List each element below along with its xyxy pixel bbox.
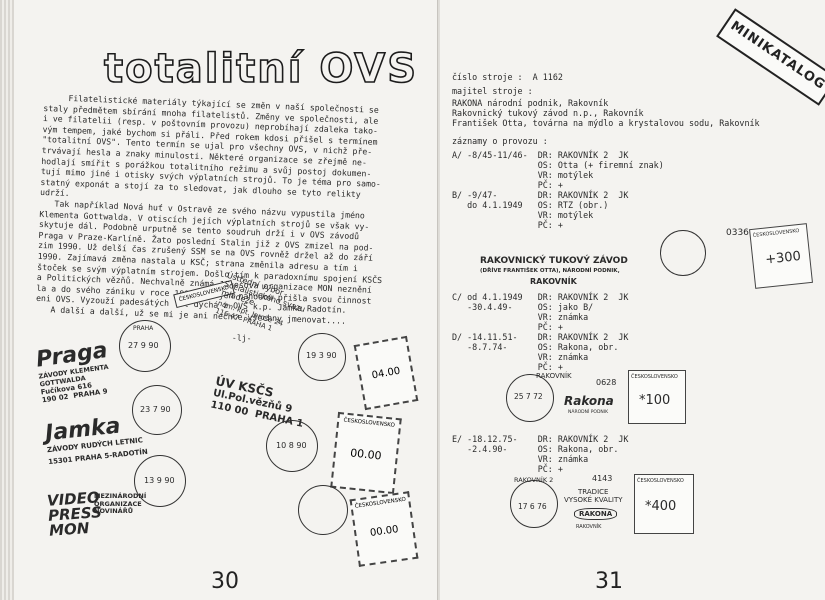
meter-b-former: (DŘÍVE FRANTIŠEK OTTA), NÁRODNÍ PODNIK, <box>480 268 620 274</box>
meter-b-city: RAKOVNÍK <box>530 277 577 286</box>
record-c-1: C/ od 4.1.1949 DR: RAKOVNÍK 2 JK <box>452 292 629 302</box>
record-e-2: -2.4.90- OS: Rakona, obr. <box>452 444 619 454</box>
meter-e-date: 17 6 76 <box>518 502 547 511</box>
article-title: totalitní OVS <box>103 45 419 93</box>
postmark-jamka <box>132 385 182 435</box>
meter-e-postmark <box>510 480 558 528</box>
record-c-3: VR: známka <box>452 312 589 322</box>
meter-d-date: 25 7 72 <box>514 392 543 401</box>
meter-label-3: ČESKOSLOVENSKO <box>354 496 407 510</box>
meter-d: RAKOVNÍK 0628 25 7 72 Rakona NÁRODNÍ POD… <box>506 370 756 425</box>
meter-e-value: *400 <box>645 499 677 514</box>
postmark-mon <box>134 455 186 507</box>
record-c-4: PČ: + <box>452 322 563 332</box>
meter-e-city2: RAKOVNÍK <box>576 524 602 530</box>
record-b-4: PČ: + <box>452 220 563 230</box>
record-a-3: VR: motýlek <box>452 170 594 180</box>
postmark-praga <box>119 320 171 372</box>
record-d-3: VR: známka <box>452 352 589 362</box>
record-e-3: VR: známka <box>452 454 589 464</box>
meter-d-postmark <box>506 374 554 422</box>
meter-d-sub: NÁRODNÍ PODNIK <box>568 410 609 415</box>
meter-d-value: *100 <box>639 393 671 408</box>
record-b-1: B/ -9/47- DR: RAKOVNÍK 2 JK <box>452 190 629 200</box>
meter-e-frank: ČESKOSLOVENSKO *400 <box>634 474 694 534</box>
postmark-date-3: 23 7 90 <box>140 405 171 414</box>
postmark-city-1: PRAHA <box>133 325 154 332</box>
record-e-1: E/ -18.12.75- DR: RAKOVNÍK 2 JK <box>452 434 629 444</box>
meter-d-city: RAKOVNÍK <box>536 372 572 380</box>
meter-b-company: RAKOVNICKÝ TUKOVÝ ZÁVOD <box>480 256 628 266</box>
minikatalog-banner: MINIKATALOG <box>716 8 825 106</box>
meter-e-brand: RAKONA <box>574 508 618 520</box>
record-a-1: A/ -8/45-11/46- DR: RAKOVNÍK 2 JK <box>452 150 629 160</box>
page-number-right: 31 <box>595 569 623 594</box>
record-d-4: PČ: + <box>452 362 563 372</box>
owner-line-3: František Otta, továrna na mýdlo a kryst… <box>452 118 760 128</box>
owner-line-2: Rakovnický tukový závod n.p., Rakovník <box>452 108 644 118</box>
meter-b-value: +300 <box>764 248 802 268</box>
meter-label-2: ČESKOSLOVENSKO <box>343 417 396 429</box>
meter-frank-2: ČESKOSLOVENSKO 00.00 <box>330 411 402 495</box>
records-label: záznamy o provozu : <box>452 136 548 146</box>
left-page: totalitní OVS Filatelistické materiály t… <box>14 0 438 600</box>
owner-label: majitel stroje : <box>452 86 533 96</box>
postmark-ssm <box>298 333 346 381</box>
book-spine <box>437 0 441 600</box>
record-c-2: -30.4.49- OS: jako B/ <box>452 302 594 312</box>
meter-d-frank: ČESKOSLOVENSKO *100 <box>628 370 686 424</box>
owner-line-1: RAKONA národní podnik, Rakovník <box>452 98 609 108</box>
record-b-2: do 4.1.1949 OS: RTZ (obr.) <box>452 200 609 210</box>
record-d-2: -8.7.74- OS: Rakona, obr. <box>452 342 619 352</box>
meter-e-city: RAKOVNÍK 2 <box>514 476 554 484</box>
meter-d-number: 0628 <box>596 378 617 387</box>
meter-b-frank: ČESKOSLOVENSKO +300 <box>749 223 813 289</box>
meter-value-2: 00.00 <box>349 446 383 463</box>
machine-number: číslo stroje : A 1162 <box>452 72 563 82</box>
meter-value-1: 04.00 <box>371 365 402 382</box>
record-a-2: OS: Otta (+ firemní znak) <box>452 160 664 170</box>
meter-b: 0336 RAKOVNICKÝ TUKOVÝ ZÁVOD (DŘÍVE FRAN… <box>480 222 820 289</box>
postmark-date-2: 19 3 90 <box>306 351 337 360</box>
meter-value-3: 00.00 <box>369 524 400 539</box>
mon-organization: MEZINÁRODNÍ ORGANIZACE NOVINÁŘŮ <box>94 492 147 515</box>
postmark-date-1: 27 9 90 <box>128 341 159 350</box>
meter-e-number: 4143 <box>592 474 613 483</box>
record-d-1: D/ -14.11.51- DR: RAKOVNÍK 2 JK <box>452 332 629 342</box>
page-number-left: 30 <box>211 569 239 594</box>
book-edge <box>0 0 14 600</box>
meter-b-number: 0336 <box>726 228 749 238</box>
right-page: MINIKATALOG číslo stroje : A 1162 majite… <box>440 0 825 600</box>
meter-e: RAKOVNÍK 2 4143 17 6 76 TRADICE VYSOKÉ K… <box>510 474 750 554</box>
meter-frank-3: ČESKOSLOVENSKO 00.00 <box>349 491 419 567</box>
postmark-center <box>266 420 318 472</box>
record-e-4: PČ: + <box>452 464 563 474</box>
meter-d-brand: Rakona <box>564 394 614 408</box>
postmark-date-5: 13 9 90 <box>144 476 175 485</box>
meter-d-cs: ČESKOSLOVENSKO <box>631 374 678 380</box>
postmark-date-4: 10 8 90 <box>276 441 307 450</box>
record-b-3: VR: motýlek <box>452 210 594 220</box>
stamp-collage: Praga ZÁVODY KLEMENTA GOTTWALDA Fučíkova… <box>34 271 434 580</box>
record-a-4: PČ: + <box>452 180 563 190</box>
meter-b-postmark <box>660 230 706 276</box>
meter-b-cs: ČESKOSLOVENSKO <box>752 227 800 239</box>
meter-frank-1: 04.00 <box>353 335 419 411</box>
postmark-bottom <box>298 485 348 535</box>
meter-e-slogan: TRADICE VYSOKÉ KVALITY <box>564 488 623 504</box>
meter-e-cs: ČESKOSLOVENSKO <box>637 478 684 484</box>
